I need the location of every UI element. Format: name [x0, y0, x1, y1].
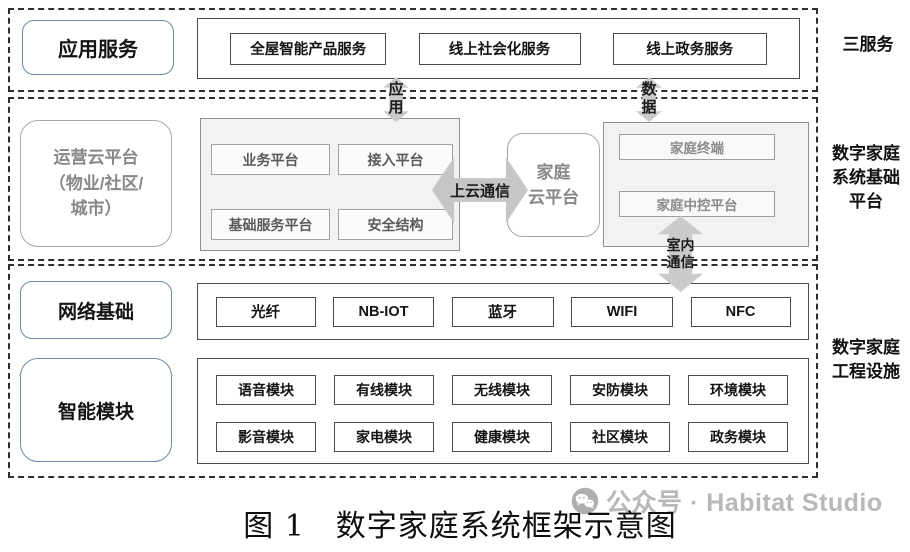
module-box: 安防模块 — [570, 375, 670, 405]
module-label: 语音模块 — [238, 382, 294, 398]
side-label-line: 工程设施 — [832, 361, 900, 381]
module-label: 有线模块 — [356, 382, 412, 398]
side-label-services: 三服务 — [826, 33, 910, 57]
cloud-comm-label: 上云通信 — [432, 157, 528, 223]
network-title-box: 网络基础 — [20, 281, 172, 339]
platform-module-box: 安全结构 — [338, 209, 453, 240]
platform-module-box: 基础服务平台 — [211, 209, 330, 240]
app-arrow-char: 用 — [388, 99, 404, 116]
app-arrow-label: 应 用 — [376, 75, 416, 123]
operator-cloud-line: （物业/社区/ — [48, 173, 144, 193]
module-label: 影音模块 — [238, 429, 294, 445]
indoor-comm-label: 室内 通信 — [648, 226, 713, 282]
smart-modules-title: 智能模块 — [57, 401, 134, 423]
smart-modules-title-box: 智能模块 — [20, 358, 172, 462]
home-platform-container: 家庭终端 家庭中控平台 — [603, 122, 809, 247]
smart-modules-row2: 影音模块 家电模块 健康模块 社区模块 政务模块 — [198, 422, 806, 452]
service-label: 线上社会化服务 — [448, 42, 551, 58]
side-label-platform: 数字家庭 系统基础 平台 — [822, 142, 910, 213]
service-label: 全屋智能产品服务 — [250, 42, 367, 58]
platform-module-label: 基础服务平台 — [228, 216, 313, 233]
service-box: 全屋智能产品服务 — [230, 32, 387, 65]
module-box: 有线模块 — [334, 375, 434, 405]
services-container: 全屋智能产品服务 线上社会化服务 线上政务服务 — [197, 18, 800, 79]
operator-cloud-line: 城市） — [70, 199, 122, 219]
module-label: 无线模块 — [474, 382, 530, 398]
network-box: 蓝牙 — [451, 296, 554, 327]
network-box: WIFI — [571, 296, 673, 327]
cloud-comm-text: 上云通信 — [449, 182, 510, 200]
module-label: 社区模块 — [592, 429, 648, 445]
network-label: 蓝牙 — [488, 305, 517, 321]
module-box: 社区模块 — [570, 422, 670, 452]
network-box: 光纤 — [215, 296, 316, 327]
network-label: 光纤 — [251, 305, 280, 321]
side-label-line: 系统基础 — [832, 167, 900, 187]
operator-platform-container: 业务平台 接入平台 基础服务平台 安全结构 — [200, 118, 460, 251]
network-container: 光纤 NB-IOT 蓝牙 WIFI NFC — [197, 283, 809, 340]
watermark: 公众号 · Habitat Studio — [571, 483, 883, 519]
network-title: 网络基础 — [57, 301, 134, 323]
home-cloud-line: 云平台 — [528, 188, 579, 207]
network-label: NB-IOT — [358, 303, 409, 320]
platform-module-label: 业务平台 — [242, 151, 299, 168]
data-arrow-label: 数 据 — [629, 75, 669, 123]
module-box: 健康模块 — [452, 422, 552, 452]
home-cloud-line: 家庭 — [536, 162, 571, 182]
network-label: NFC — [725, 303, 756, 320]
module-label: 政务模块 — [710, 429, 766, 445]
operator-cloud-box: 运营云平台 （物业/社区/ 城市） — [20, 120, 172, 247]
service-box: 线上政务服务 — [612, 32, 767, 65]
home-module-label: 家庭中控平台 — [656, 198, 738, 213]
data-arrow-char: 据 — [641, 99, 657, 116]
smart-modules-container: 语音模块 有线模块 无线模块 安防模块 环境模块 影音模块 家电模块 健康模块 … — [197, 358, 809, 464]
app-arrow-char: 应 — [388, 80, 404, 98]
side-label-infra: 数字家庭 工程设施 — [822, 336, 910, 384]
platform-module-label: 接入平台 — [367, 151, 424, 168]
platform-module-box: 业务平台 — [211, 144, 330, 175]
module-box: 政务模块 — [688, 422, 788, 452]
module-box: 家电模块 — [334, 422, 434, 452]
module-box: 无线模块 — [452, 375, 552, 405]
platform-module-label: 安全结构 — [367, 216, 424, 233]
data-arrow-char: 数 — [641, 80, 657, 98]
indoor-comm-line: 室内 — [666, 236, 695, 253]
app-services-title-box: 应用服务 — [22, 20, 174, 75]
module-label: 家电模块 — [356, 429, 412, 445]
side-label-text: 三服务 — [842, 35, 894, 54]
module-box: 影音模块 — [216, 422, 316, 452]
side-label-line: 数字家庭 — [832, 338, 900, 357]
home-module-label: 家庭终端 — [670, 141, 724, 156]
app-services-title: 应用服务 — [58, 39, 138, 61]
module-label: 环境模块 — [710, 382, 766, 398]
smart-modules-row1: 语音模块 有线模块 无线模块 安防模块 环境模块 — [198, 375, 806, 405]
service-label: 线上政务服务 — [646, 42, 734, 58]
home-module-box: 家庭终端 — [619, 134, 775, 160]
home-module-box: 家庭中控平台 — [619, 191, 775, 217]
caption-text: 图 1 数字家庭系统框架示意图 — [243, 509, 677, 544]
service-box: 线上社会化服务 — [418, 32, 581, 65]
module-box: 语音模块 — [216, 375, 316, 405]
network-box: NB-IOT — [333, 296, 434, 327]
figure-caption: 图 1 数字家庭系统框架示意图 — [110, 501, 810, 545]
module-box: 环境模块 — [688, 375, 788, 405]
operator-cloud-line: 运营云平台 — [53, 148, 139, 168]
indoor-comm-line: 通信 — [666, 254, 695, 270]
wechat-icon — [571, 487, 599, 515]
network-box: NFC — [690, 296, 791, 327]
side-label-line: 数字家庭 — [832, 144, 900, 163]
module-label: 安防模块 — [592, 382, 648, 398]
platform-module-box: 接入平台 — [338, 144, 453, 175]
module-label: 健康模块 — [474, 429, 530, 445]
watermark-text: 公众号 · Habitat Studio — [606, 489, 883, 517]
side-label-line: 平台 — [849, 191, 883, 211]
network-label: WIFI — [606, 303, 638, 320]
